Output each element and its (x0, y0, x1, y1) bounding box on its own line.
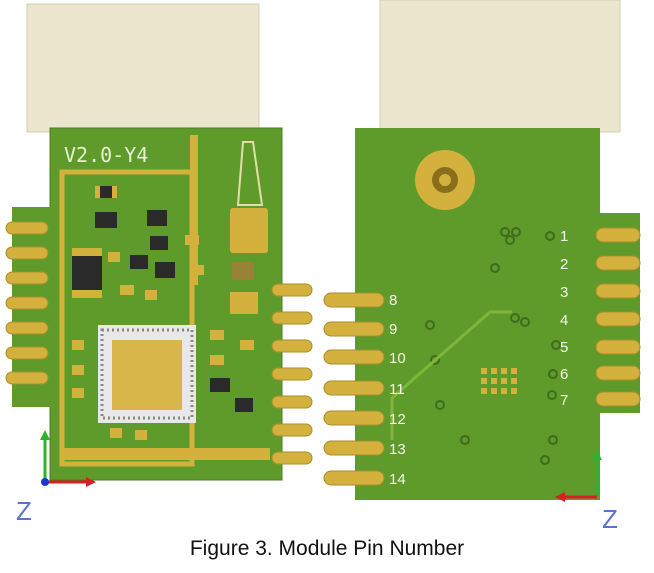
pin-11-pad (323, 380, 385, 396)
pin-9-pad (323, 321, 385, 337)
pin-label-8: 8 (389, 292, 397, 309)
pin-label-4: 4 (560, 312, 568, 329)
pin-10-pad (323, 349, 385, 365)
pin-label-12: 12 (389, 411, 406, 428)
pin-1-pad (595, 227, 641, 243)
pin-label-7: 7 (560, 392, 568, 409)
pin-label-14: 14 (389, 471, 406, 488)
pin-label-5: 5 (560, 339, 568, 356)
axis-label-right: Z (602, 504, 618, 534)
pin-2-pad (595, 255, 641, 271)
pin-6-pad (595, 365, 641, 381)
pin-12-pad (323, 410, 385, 426)
pin-8-pad (323, 292, 385, 308)
pin-label-6: 6 (560, 366, 568, 383)
pin-7-pad (595, 391, 641, 407)
pin-label-2: 2 (560, 256, 568, 273)
top-shield (26, 3, 260, 133)
pin-3-pad (595, 283, 641, 299)
pin-14-pad (323, 470, 385, 486)
pin-13-pad (323, 440, 385, 456)
bottom-shield (379, 0, 621, 133)
pin-label-11: 11 (389, 381, 405, 398)
module-bottom-view: 1 2 3 4 5 6 7 8 9 10 11 12 13 14 (323, 0, 641, 534)
pin-label-13: 13 (389, 441, 406, 458)
figure-caption: Figure 3. Module Pin Number (189, 537, 465, 560)
module-pin-diagram: V2.0-Y4 (5, 0, 641, 534)
axis-label-left: Z (16, 496, 32, 526)
main-chip (112, 340, 182, 410)
pin-5-pad (595, 339, 641, 355)
pin-label-9: 9 (389, 321, 397, 338)
pin-label-1: 1 (560, 228, 568, 245)
pin-4-pad (595, 311, 641, 327)
pin-label-10: 10 (389, 350, 406, 367)
silkscreen-label: V2.0-Y4 (64, 143, 148, 167)
pin-label-3: 3 (560, 284, 568, 301)
module-top-view: V2.0-Y4 (5, 3, 313, 526)
bottom-board (355, 128, 600, 500)
